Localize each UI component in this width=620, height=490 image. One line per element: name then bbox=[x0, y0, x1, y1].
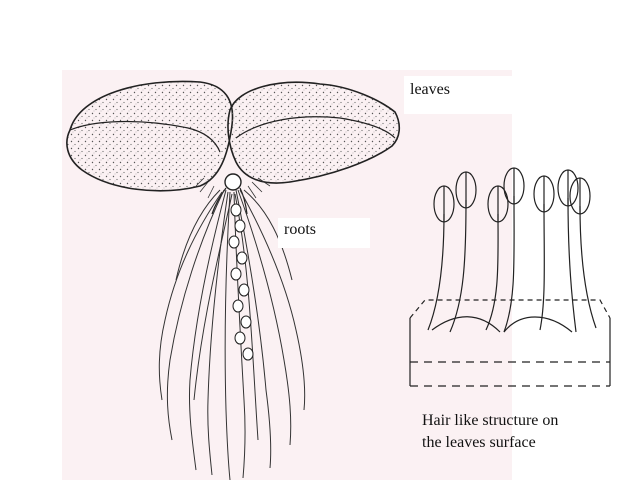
caption-line-2: the leaves surface bbox=[422, 432, 558, 454]
caption-line-1: Hair like structure on bbox=[422, 410, 558, 432]
roots-label: roots bbox=[278, 218, 370, 248]
hair-structure-caption: Hair like structure on the leaves surfac… bbox=[422, 410, 558, 454]
leaves-label: leaves bbox=[404, 76, 516, 114]
